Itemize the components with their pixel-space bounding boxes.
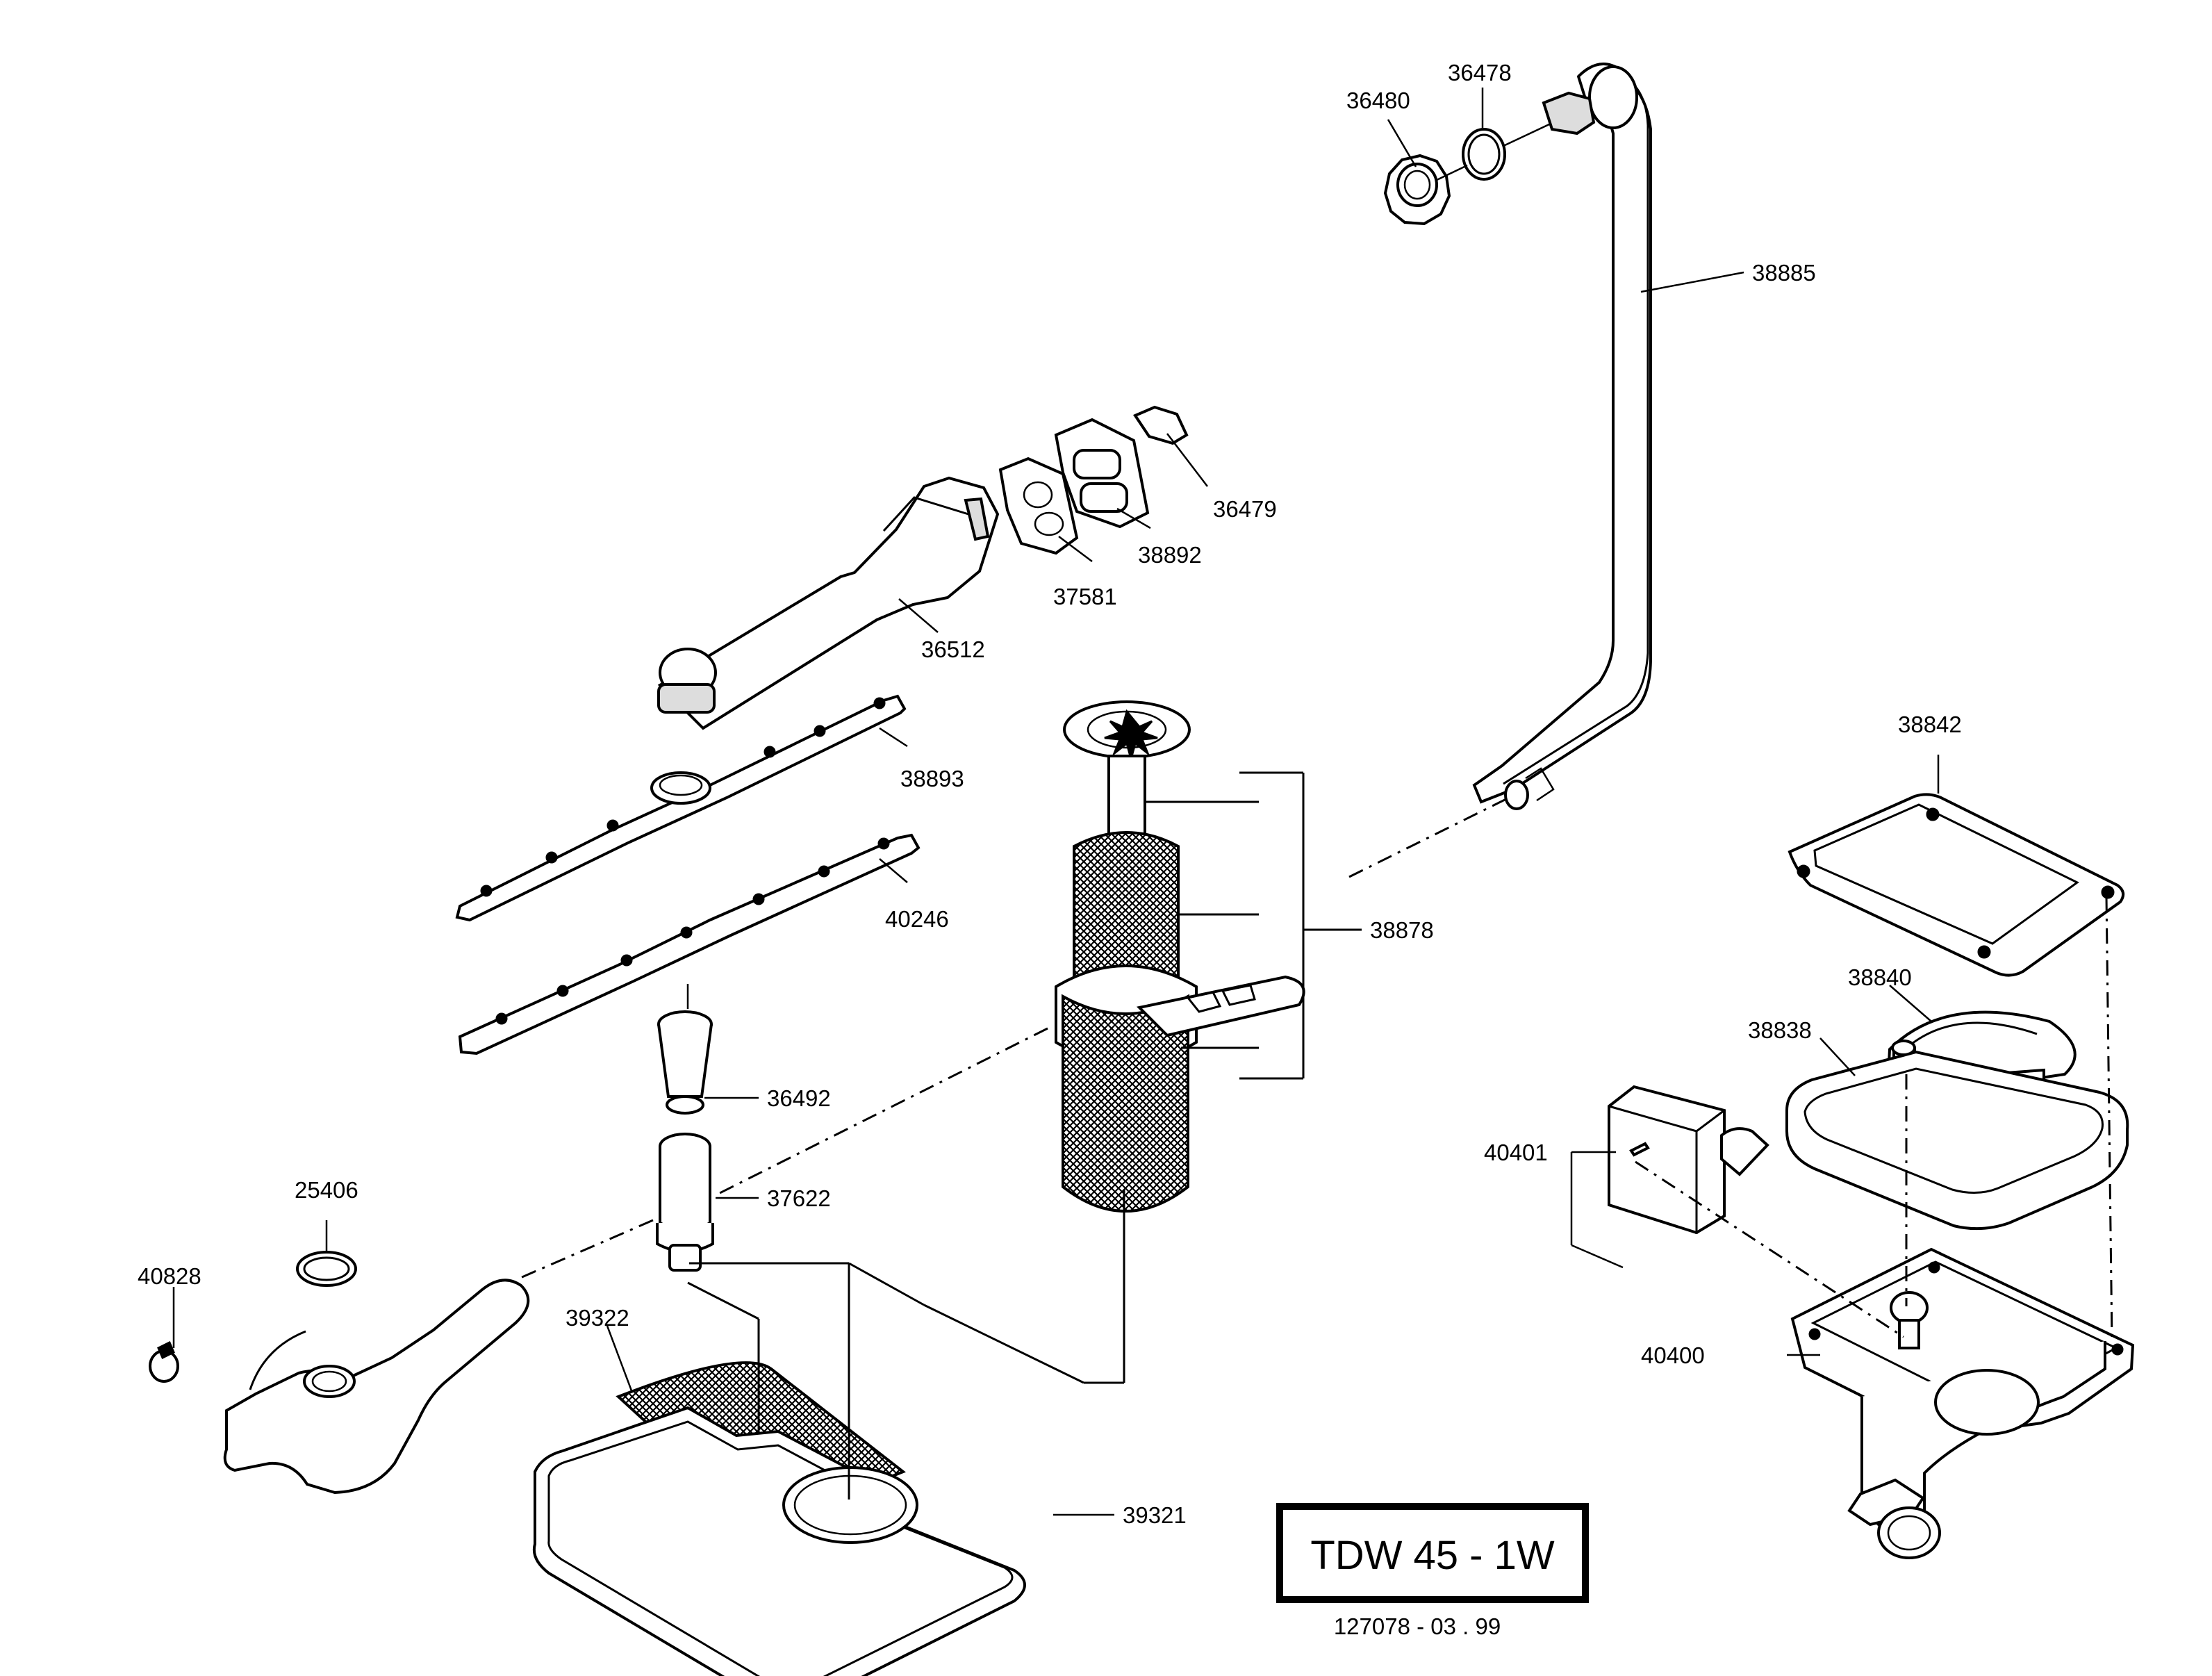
gasket-38838-drawing <box>1785 1050 2129 1231</box>
ring-25406-drawing <box>296 1251 357 1287</box>
model-box: TDW 45 - 1W <box>1276 1503 1589 1603</box>
part-label-36492: 36492 <box>767 1085 831 1111</box>
part-label-25406: 25406 <box>295 1177 358 1203</box>
pipe-38885-drawing <box>1472 63 1652 810</box>
ring-36478-drawing <box>1462 128 1506 181</box>
frame-38842-drawing <box>1788 793 2125 977</box>
connector-37622-drawing <box>656 1133 714 1272</box>
leader-lines <box>172 88 1940 1516</box>
sump-40400-drawing <box>1790 1247 2135 1559</box>
part-label-40400: 40400 <box>1641 1342 1705 1368</box>
part-label-37581: 37581 <box>1053 584 1117 609</box>
bracket-38878 <box>1145 771 1362 1080</box>
part-label-37622: 37622 <box>767 1185 831 1211</box>
part-label-38842: 38842 <box>1898 712 1962 737</box>
gasket-37581-drawing <box>998 457 1079 555</box>
spray-arm-38893-drawing <box>455 694 907 922</box>
model-name: TDW 45 - 1W <box>1310 1533 1554 1578</box>
part-label-36478: 36478 <box>1448 60 1512 85</box>
clamp-40828-drawing <box>149 1340 179 1383</box>
feeder-36512-drawing <box>657 476 1000 730</box>
part-label-40401: 40401 <box>1484 1140 1548 1165</box>
nut-36480-drawing <box>1383 154 1451 226</box>
spray-arm-40246-drawing <box>458 833 921 1055</box>
part-label-38893: 38893 <box>900 766 964 791</box>
gasket-36479-drawing <box>1133 405 1189 445</box>
cover-39321-drawing <box>533 1406 1026 1676</box>
part-label-36512: 36512 <box>921 636 985 662</box>
document-code: 127078 - 03 . 99 <box>1334 1613 1501 1639</box>
part-label-40246: 40246 <box>885 906 949 932</box>
part-label-38838: 38838 <box>1748 1017 1812 1043</box>
part-label-38840: 38840 <box>1848 964 1912 990</box>
block-40401-drawing <box>1608 1085 1769 1235</box>
part-label-38892: 38892 <box>1138 542 1202 568</box>
part-label-38878: 38878 <box>1370 917 1434 943</box>
connector-36492-drawing <box>657 1010 713 1115</box>
part-label-39321: 39321 <box>1123 1502 1187 1528</box>
drain-hose-drawing <box>223 1279 530 1495</box>
part-label-40828: 40828 <box>138 1263 201 1289</box>
housing-38892-drawing <box>1054 418 1150 529</box>
part-label-36480: 36480 <box>1346 88 1410 113</box>
part-label-39322: 39322 <box>566 1305 629 1331</box>
part-label-36479: 36479 <box>1213 496 1277 522</box>
part-label-38885: 38885 <box>1752 260 1816 286</box>
filter-38878-drawing <box>1055 700 1305 1213</box>
